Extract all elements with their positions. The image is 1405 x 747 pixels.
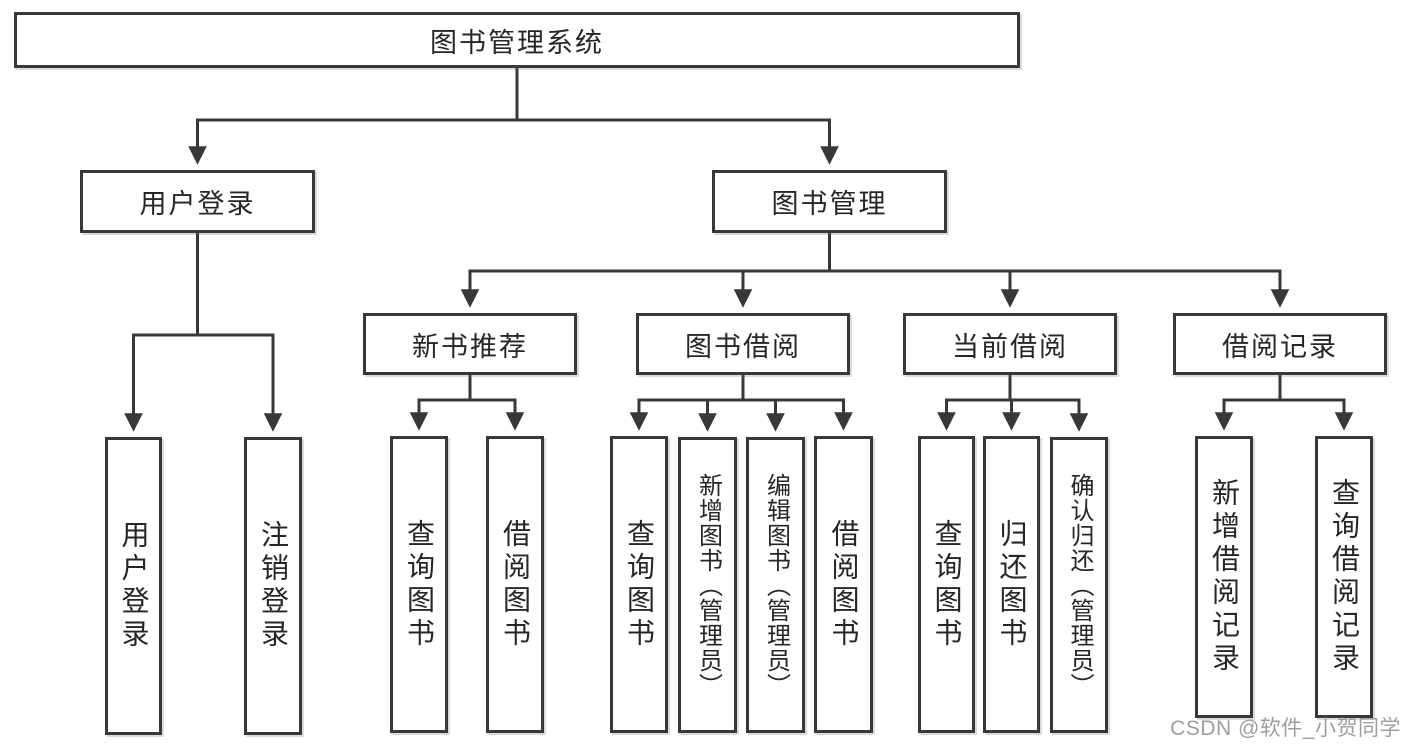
leaf-borrow-book-label: 借阅图书 — [828, 518, 860, 651]
node-book-management-label: 图书管理 — [771, 189, 888, 219]
leaf-query-borrow-record: 查询借阅记录 — [1315, 436, 1373, 718]
leaf-add-borrow-record-label: 新增借阅记录 — [1209, 478, 1240, 676]
leaf-confirm-return-admin: 确认归还（管理员） — [1050, 437, 1108, 733]
leaf-edit-book-admin: 编辑图书（管理员） — [746, 437, 805, 733]
node-book-management: 图书管理 — [712, 170, 947, 233]
node-user-login: 用户登录 — [80, 170, 315, 233]
leaf-return-book: 归还图书 — [983, 436, 1040, 733]
node-new-book-recommend-label: 新书推荐 — [412, 331, 528, 362]
leaf-add-book-admin: 新增图书（管理员） — [678, 437, 737, 733]
leaf-logout-label: 注销登录 — [258, 520, 289, 652]
leaf-borrow-book-recommend-label: 借阅图书 — [500, 518, 531, 651]
leaf-edit-book-admin-label: 编辑图书（管理员） — [762, 472, 790, 698]
leaf-borrow-book-recommend: 借阅图书 — [486, 436, 544, 733]
leaf-add-book-admin-label: 新增图书（管理员） — [694, 472, 722, 698]
node-root-label: 图书管理系统 — [430, 27, 604, 58]
leaf-user-login-label: 用户登录 — [118, 520, 150, 652]
node-current-borrow: 当前借阅 — [903, 313, 1117, 375]
leaf-confirm-return-admin-label: 确认归还（管理员） — [1066, 472, 1093, 698]
leaf-query-book-recommend: 查询图书 — [390, 436, 448, 733]
node-borrow-records: 借阅记录 — [1173, 313, 1387, 375]
node-borrow-records-label: 借阅记录 — [1222, 331, 1338, 362]
node-book-borrow-label: 图书借阅 — [685, 331, 801, 362]
leaf-query-borrow-record-label: 查询借阅记录 — [1329, 478, 1360, 676]
leaf-query-book-recommend-label: 查询图书 — [404, 518, 435, 651]
node-user-login-label: 用户登录 — [139, 189, 256, 219]
leaf-query-book-current: 查询图书 — [918, 436, 975, 733]
leaf-query-book-borrow: 查询图书 — [610, 436, 668, 733]
leaf-borrow-book: 借阅图书 — [814, 436, 873, 733]
node-current-borrow-label: 当前借阅 — [952, 331, 1068, 362]
leaf-add-borrow-record: 新增借阅记录 — [1195, 436, 1253, 718]
leaf-logout: 注销登录 — [244, 437, 302, 735]
node-new-book-recommend: 新书推荐 — [363, 313, 577, 375]
node-book-borrow: 图书借阅 — [636, 313, 850, 375]
leaf-query-book-current-label: 查询图书 — [931, 518, 963, 651]
csdn-watermark: CSDN @软件_小贺同学 — [1170, 717, 1401, 740]
node-root: 图书管理系统 — [14, 12, 1020, 68]
leaf-query-book-borrow-label: 查询图书 — [624, 518, 655, 651]
leaf-return-book-label: 归还图书 — [996, 518, 1028, 651]
leaf-user-login: 用户登录 — [105, 437, 162, 735]
